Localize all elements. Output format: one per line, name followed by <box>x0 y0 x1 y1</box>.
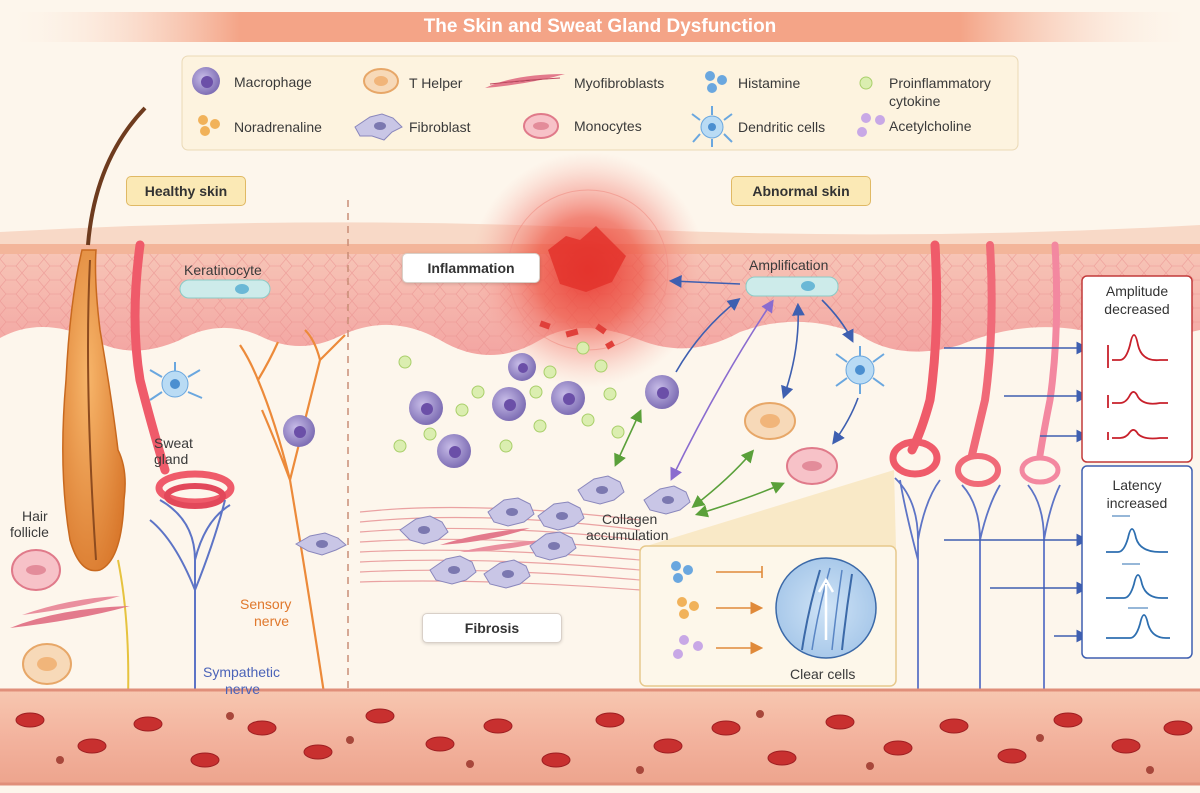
latency-title-1: Latency <box>1112 477 1162 493</box>
inflammation-core <box>548 226 626 292</box>
sweat-gland-label-1: Sweat <box>154 435 193 451</box>
healthy-macrophage <box>283 415 315 447</box>
keratinocyte-cell <box>179 279 271 299</box>
legend-proinflammatory: Proinflammatory <box>889 75 991 91</box>
legend-dendritic-cells: Dendritic cells <box>738 119 826 135</box>
collagen-label-2: accumulation <box>586 527 669 543</box>
healthy-t-helper <box>22 643 72 685</box>
monocyte-icon <box>523 113 559 139</box>
sweat-gland-label-2: gland <box>154 451 189 467</box>
legend-noradrenaline: Noradrenaline <box>234 119 322 135</box>
healthy-myofibroblasts <box>10 596 130 628</box>
legend-fibroblast: Fibroblast <box>409 119 471 135</box>
healthy-fibroblast <box>295 532 347 556</box>
acetylcholine-icon <box>857 113 885 137</box>
legend-myofibroblasts: Myofibroblasts <box>574 75 665 91</box>
blood-vessel <box>0 690 1200 785</box>
amplitude-title-2: decreased <box>1104 301 1170 317</box>
hair-follicle-label-1: Hair <box>22 508 48 524</box>
amplification-keratinocyte <box>745 276 839 297</box>
hair-root <box>87 259 97 561</box>
healthy-dendritic-cell <box>149 362 203 401</box>
fibroblast-nuclei <box>418 486 674 578</box>
legend-acetylcholine: Acetylcholine <box>889 118 972 134</box>
sensory-nerve-label-1: Sensory <box>240 596 292 612</box>
latency-traces <box>1106 515 1170 639</box>
clear-cells-label: Clear cells <box>790 666 856 682</box>
interaction-arrows <box>614 275 859 518</box>
clear-cells-icon <box>775 557 877 659</box>
dendritic-cell-icon <box>691 106 733 147</box>
fibrosis-tag: Fibrosis <box>422 613 562 643</box>
collagen-label-1: Collagen <box>602 511 658 527</box>
clear-cells-molecules <box>671 561 703 659</box>
abnormal-sympathetic-fibers <box>894 477 1061 700</box>
t-helper-icon <box>363 68 399 94</box>
collagen-fibers <box>359 506 641 591</box>
healthy-monocyte <box>11 549 61 591</box>
sweat-gland-coil <box>155 470 235 509</box>
keratinocyte-label: Keratinocyte <box>184 262 262 278</box>
abnormal-monocyte <box>786 447 838 485</box>
abnormal-dendritic-cell <box>835 346 885 394</box>
red-blood-cells <box>15 708 1193 768</box>
amplitude-traces <box>1107 334 1168 440</box>
legend-cytokine: cytokine <box>889 93 941 109</box>
inflammation-tag: Inflammation <box>402 253 540 283</box>
legend-monocytes: Monocytes <box>574 118 642 134</box>
amplitude-title-1: Amplitude <box>1105 283 1169 299</box>
title-bar <box>0 12 1200 42</box>
fibrosis-myofibroblasts <box>440 528 548 552</box>
latency-title-2: increased <box>1106 495 1168 511</box>
abnormal-t-helper <box>744 402 796 440</box>
macrophage-icon <box>192 67 220 95</box>
legend-t-helper: T Helper <box>409 75 463 91</box>
healthy-skin-tag: Healthy skin <box>126 176 246 206</box>
signal-arrows <box>944 341 1090 643</box>
amplitude-panel <box>1081 275 1193 463</box>
fibroblast-icon <box>354 113 403 141</box>
platelets <box>56 710 1154 774</box>
hair-nerve <box>117 559 130 701</box>
latency-panel <box>1081 465 1193 659</box>
amplification-label: Amplification <box>749 257 829 273</box>
hair-shaft <box>86 106 147 246</box>
page-title: The Skin and Sweat Gland Dysfunction <box>423 16 777 37</box>
abnormal-skin-tag: Abnormal skin <box>731 176 871 206</box>
hair-follicle-label-2: follicle <box>10 524 49 540</box>
hair-follicle-shape <box>62 249 126 572</box>
legend-macrophage: Macrophage <box>234 74 312 90</box>
cytokine-icon <box>859 76 873 90</box>
myofibroblast-icon <box>485 74 565 88</box>
clear-cells-arrows <box>716 566 764 655</box>
noradrenaline-icon <box>198 115 220 136</box>
sympathetic-nerve-label-1: Sympathetic <box>203 664 281 680</box>
sensory-nerve-fibers <box>239 329 346 701</box>
zoom-callout-lines <box>640 470 896 548</box>
sympathetic-nerve-label-2: nerve <box>225 681 261 697</box>
histamine-icon <box>705 71 727 93</box>
sweat-gland-duct <box>130 240 170 475</box>
sympathetic-nerve-fibers <box>149 499 231 700</box>
sensory-nerve-label-2: nerve <box>254 613 290 629</box>
legend-histamine: Histamine <box>738 75 801 91</box>
abnormal-sweat-glands <box>889 240 1061 487</box>
